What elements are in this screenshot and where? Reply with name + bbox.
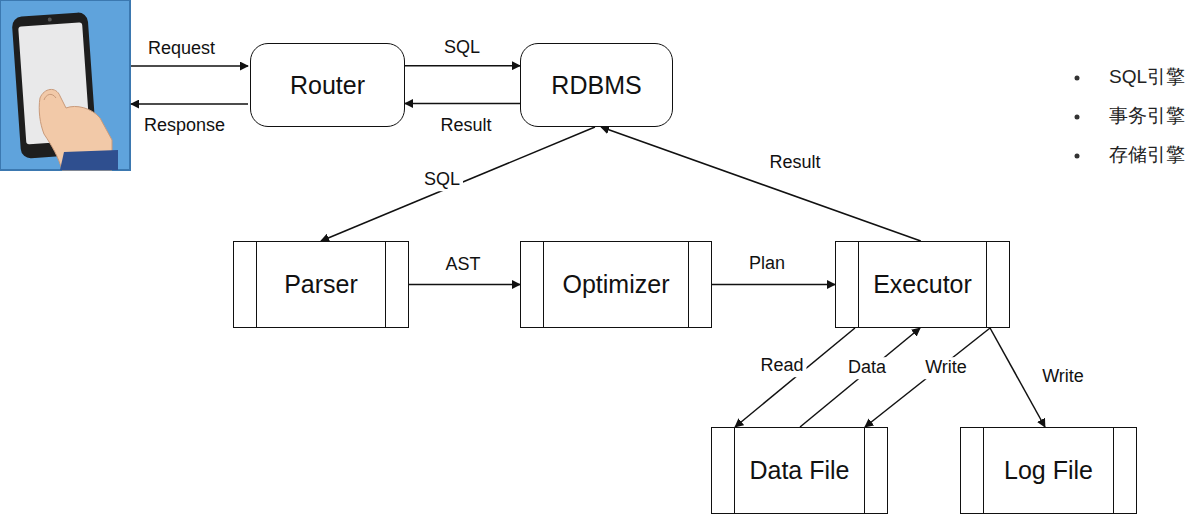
node-text: Router — [290, 71, 365, 100]
node-text: Log File — [1004, 456, 1093, 485]
edge-label: SQL — [421, 169, 463, 191]
bullet-dot — [1075, 115, 1080, 120]
edge-label: Write — [1039, 366, 1087, 388]
bullet-dot — [1075, 154, 1080, 159]
node-text: Executor — [873, 270, 972, 299]
arrow-connector — [990, 328, 1045, 427]
bullet-item: 事务引擎 — [1106, 105, 1188, 128]
process-box: Data File — [711, 427, 888, 514]
arrow-connector — [735, 328, 855, 427]
arrow-connector — [712, 284, 835, 286]
edge-label: Data — [845, 357, 889, 379]
node-text: Optimizer — [563, 270, 670, 299]
request-arrow — [131, 65, 248, 67]
edge-label: Result — [766, 152, 823, 174]
arrow-connector — [800, 328, 920, 427]
process-box: Optimizer — [520, 241, 712, 328]
edge-label: Write — [922, 357, 970, 379]
bullet-dot — [1075, 76, 1080, 81]
arrow-connector — [405, 103, 520, 105]
flow-label: Request — [145, 38, 218, 60]
edge-label: Result — [437, 115, 494, 137]
rounded-box: RDBMS — [520, 43, 673, 127]
arrow-connector — [405, 65, 520, 67]
arrow-connector — [321, 127, 595, 241]
process-box: Parser — [233, 241, 409, 328]
node-text: Parser — [284, 270, 358, 299]
bullet-item: SQL引擎 — [1106, 66, 1188, 89]
bullet-item: 存储引擎 — [1106, 144, 1188, 167]
flow-label: Response — [141, 115, 228, 137]
edge-label: Plan — [746, 253, 788, 275]
arrow-connector — [409, 284, 520, 286]
edge-label: Read — [757, 355, 806, 377]
process-box: Log File — [960, 427, 1137, 514]
rounded-box: Router — [250, 43, 405, 127]
process-box: Executor — [835, 241, 1010, 328]
phone-illustration — [0, 0, 130, 170]
node-text: RDBMS — [551, 71, 641, 100]
node-text: Data File — [749, 456, 849, 485]
edge-label: AST — [442, 254, 483, 276]
response-arrow — [131, 103, 248, 105]
arrow-connector — [601, 127, 921, 241]
edge-label: SQL — [441, 37, 483, 59]
